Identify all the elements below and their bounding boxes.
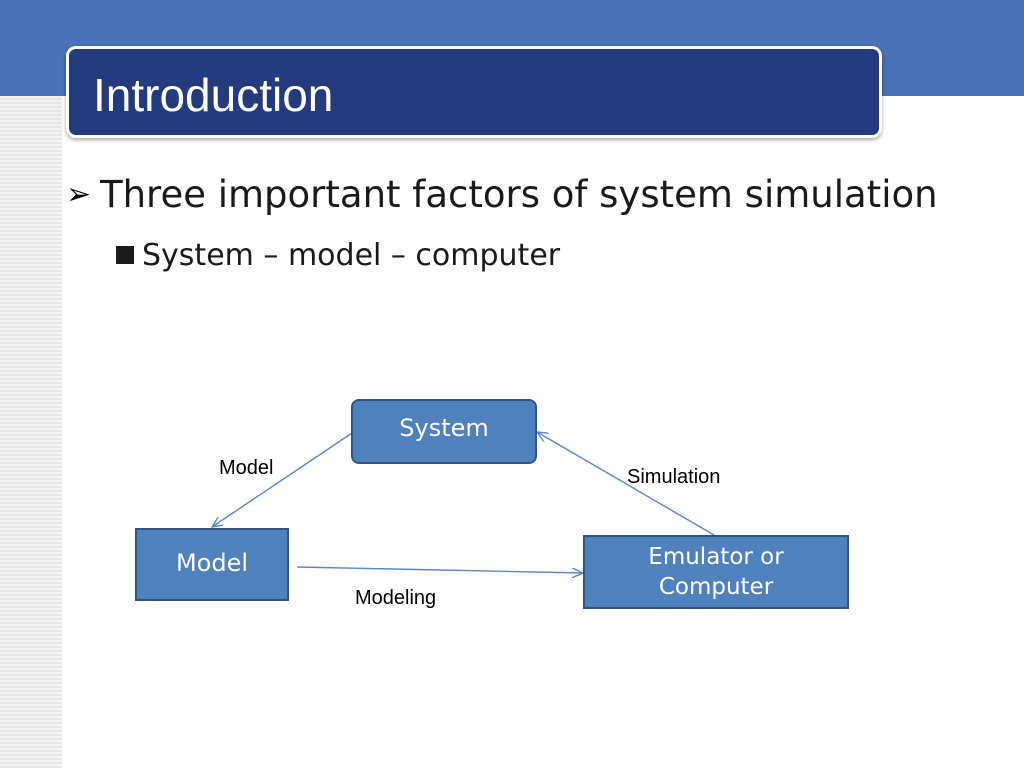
arrow-system-to-model bbox=[212, 432, 353, 527]
bullet-main: ➢ Three important factors of system simu… bbox=[66, 170, 938, 218]
node-model: Model bbox=[135, 528, 289, 601]
node-computer-label-line2: Computer bbox=[658, 574, 774, 600]
bullet-sub: System – model – computer bbox=[116, 236, 560, 274]
arrow-model-to-computer bbox=[296, 566, 583, 573]
arrow-computer-to-system bbox=[537, 432, 715, 536]
node-system-label: System bbox=[399, 413, 489, 442]
edge-label-modeling: Modeling bbox=[355, 587, 437, 609]
node-emulator-computer: Emulator or Computer bbox=[583, 535, 849, 609]
edge-label-model: Model bbox=[219, 457, 274, 479]
node-computer-label-line1: Emulator or bbox=[648, 544, 784, 570]
left-decorative-strip bbox=[0, 96, 62, 768]
node-system: System bbox=[351, 399, 537, 464]
node-model-label: Model bbox=[175, 548, 249, 577]
title-bar: Introduction bbox=[66, 46, 882, 138]
square-bullet-icon bbox=[116, 246, 134, 264]
bullet-main-text: Three important factors of system simula… bbox=[100, 172, 938, 216]
arrow-bullet-icon: ➢ bbox=[66, 176, 92, 212]
bullet-sub-text: System – model – computer bbox=[142, 237, 561, 273]
slide-title: Introduction bbox=[93, 69, 334, 121]
edge-label-simulation: Simulation bbox=[627, 466, 721, 488]
